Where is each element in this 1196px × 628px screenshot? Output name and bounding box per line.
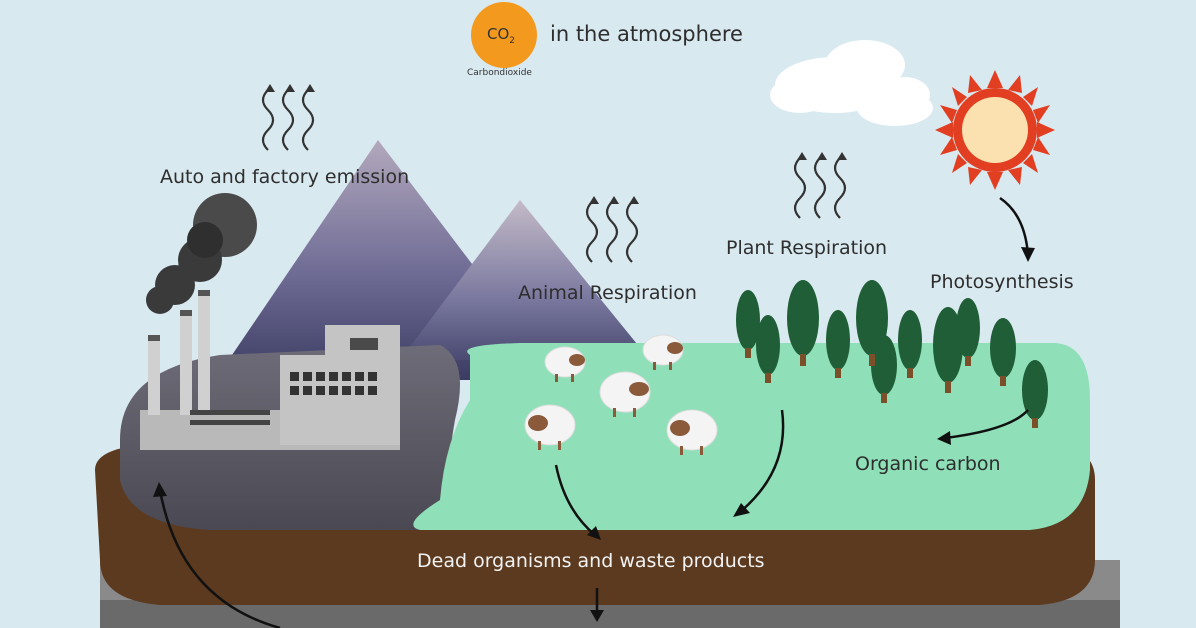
cloud <box>770 40 933 126</box>
factory-smoke <box>146 193 257 314</box>
emission-arrowheads <box>265 84 315 92</box>
sheep <box>544 346 586 382</box>
forest <box>736 280 1048 428</box>
sheep <box>666 409 718 455</box>
organic-carbon-arrow <box>944 409 1029 440</box>
co2-badge <box>471 2 537 68</box>
emission-waves <box>261 89 315 151</box>
label-photosynthesis: Photosynthesis <box>930 271 1074 293</box>
co2-symbol: CO2 <box>487 25 515 46</box>
grassland <box>413 343 1090 530</box>
flow-arrows <box>158 196 1030 628</box>
sheep <box>642 334 684 370</box>
label-auto-factory-emission: Auto and factory emission <box>160 166 410 188</box>
label-organic-carbon: Organic carbon <box>855 453 1001 475</box>
sheep-flock <box>524 334 718 455</box>
atmosphere-heading: in the atmosphere <box>550 22 743 46</box>
factory <box>140 290 400 450</box>
animal-decay-arrow <box>554 464 596 536</box>
animal-respiration-waves <box>585 201 639 263</box>
label-dead-organisms: Dead organisms and waste products <box>417 550 765 572</box>
sun-icon <box>935 70 1055 190</box>
co2-subscript: 2 <box>509 36 516 46</box>
mountain-right <box>400 200 650 360</box>
co2-caption: Carbondioxide <box>467 68 532 78</box>
co2-symbol-text: CO <box>487 25 510 43</box>
plant-respiration-waves <box>793 157 847 219</box>
sheep <box>599 371 651 417</box>
label-animal-respiration: Animal Respiration <box>518 282 697 304</box>
plant-decay-arrow <box>739 409 785 513</box>
fossil-fuel-arrow <box>158 489 281 628</box>
label-plant-respiration: Plant Respiration <box>726 237 888 259</box>
sheep <box>524 404 576 450</box>
